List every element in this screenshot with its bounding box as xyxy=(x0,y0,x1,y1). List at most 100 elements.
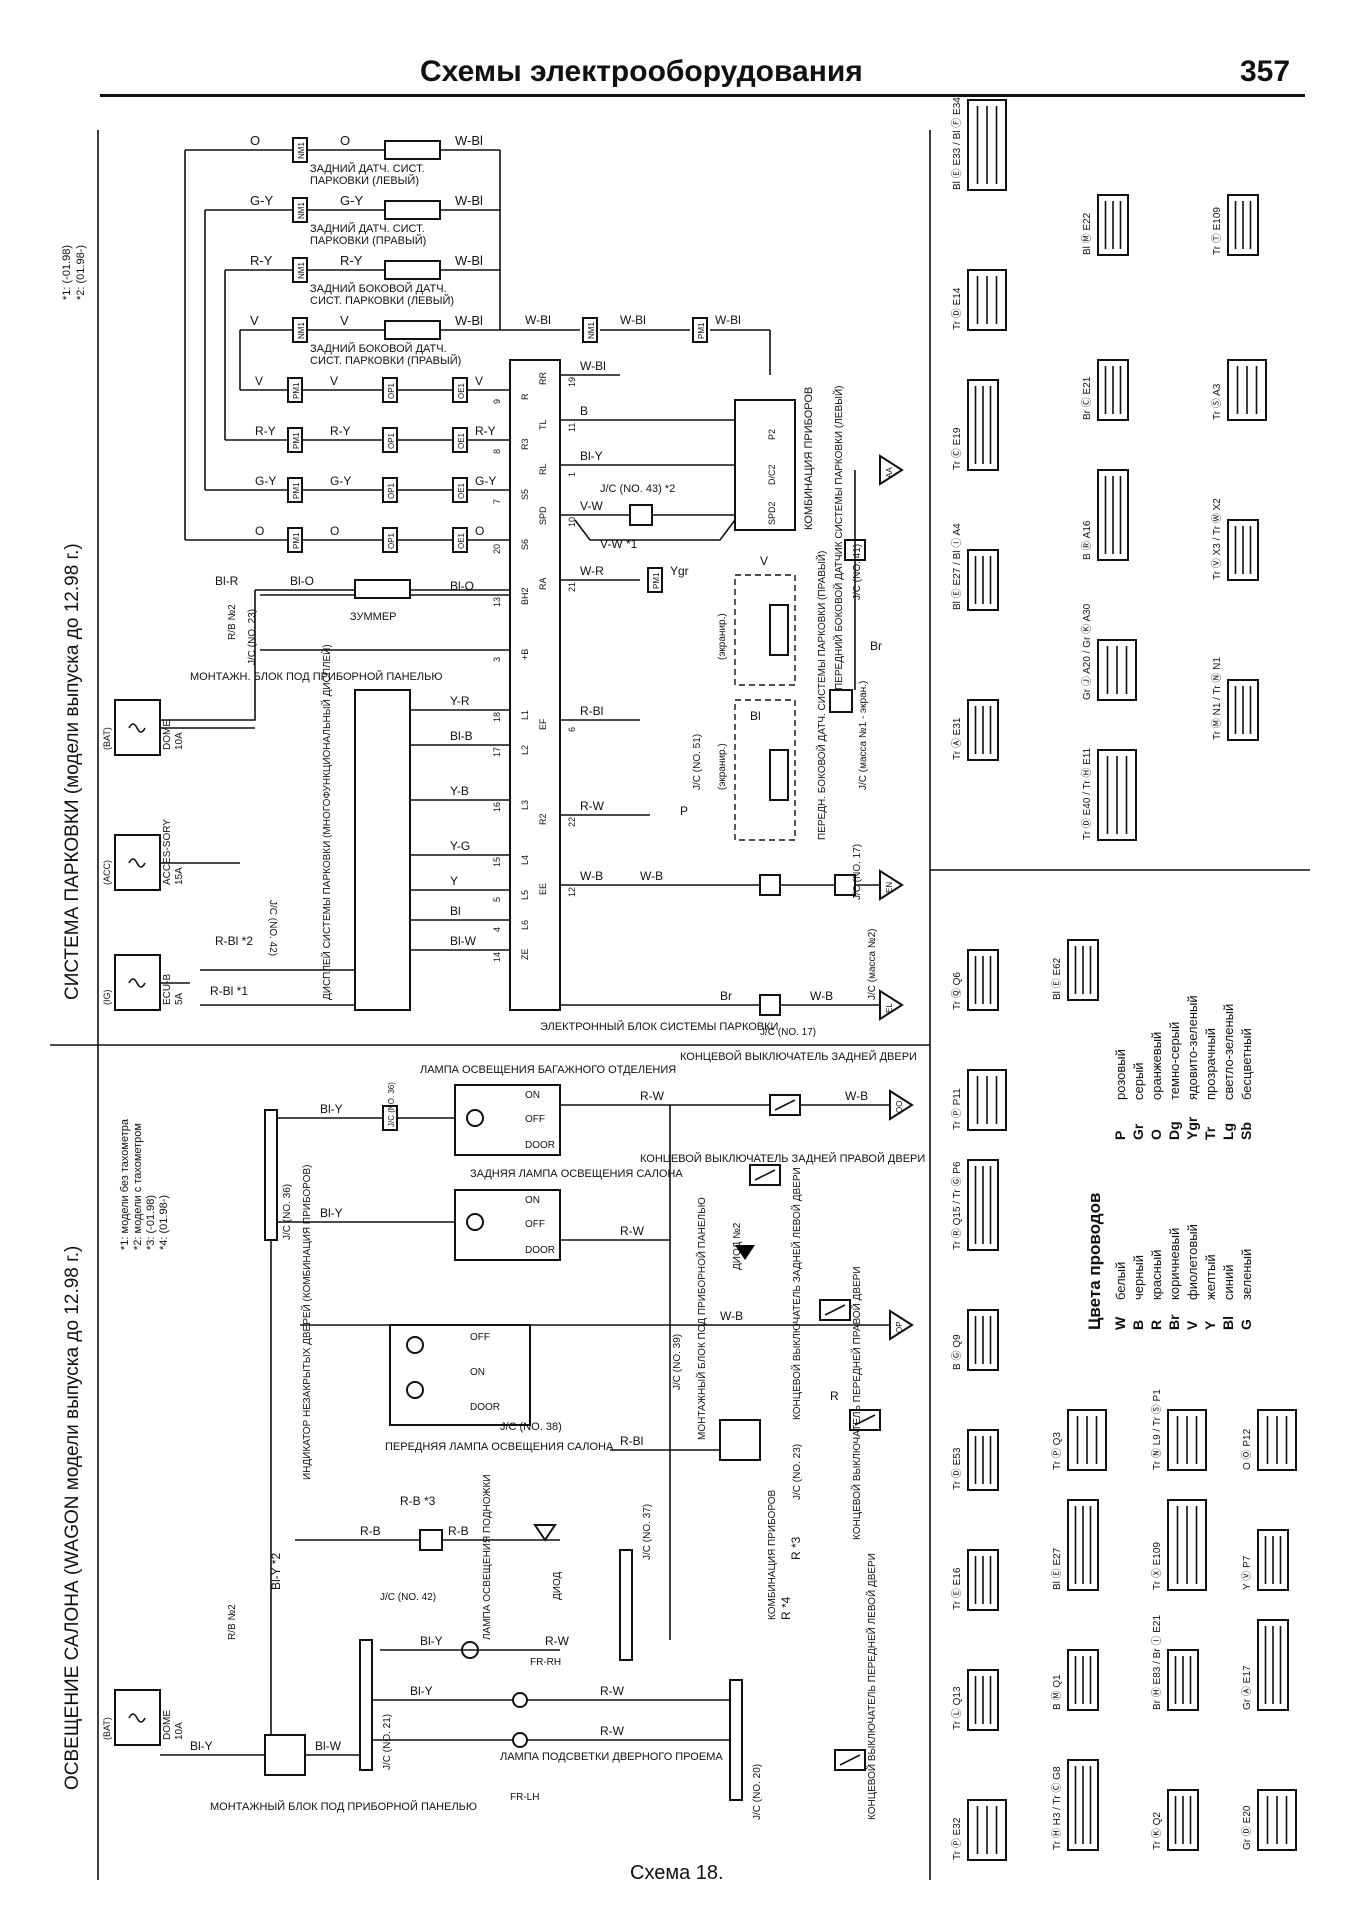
interior-footnote-3: *3: (-01.98) xyxy=(145,1195,157,1250)
jc-label: J/C (NO. 42) xyxy=(380,1592,436,1603)
shield-box xyxy=(734,699,796,841)
pin-number: 11 xyxy=(567,423,577,432)
connector-id-label: Gr Ⓙ A20 / Gr Ⓚ A30 xyxy=(1081,603,1093,700)
sensor-name: ЗАДНИЙ ДАТЧ. СИСТ. xyxy=(310,222,425,235)
wire-label: R *4 xyxy=(779,1596,793,1620)
connector-label: PM1 xyxy=(652,572,661,589)
relay-block-label: R/B №2 xyxy=(227,604,238,640)
connector-label: OP1 xyxy=(387,382,396,399)
wire-label: R-Y xyxy=(255,424,276,438)
wire-label: B xyxy=(580,404,588,418)
cluster-terminal: D/C2 xyxy=(767,464,777,485)
door-indicator-label: ИНДИКАТОР НЕЗАКРЫТЫХ ДВЕРЕЙ (КОМБИНАЦИЯ … xyxy=(300,1165,313,1480)
connector-id-label: Tr Ⓒ E19 xyxy=(951,427,963,470)
legend-color-name: розовый xyxy=(1113,1049,1128,1100)
jc-box xyxy=(629,504,653,526)
lamp-icon xyxy=(466,1213,484,1231)
legend-code: G xyxy=(1238,1319,1254,1330)
sensor-wire-label: R-Y xyxy=(250,253,273,268)
wire-label: Bl-O xyxy=(290,574,314,588)
connector-id-label: Bl Ⓜ E22 xyxy=(1081,212,1093,255)
shield-box xyxy=(734,574,796,686)
connector-label: OP1 xyxy=(387,532,396,549)
switch-contact xyxy=(854,1414,876,1426)
legend-color-name: коричневый xyxy=(1167,1228,1182,1300)
connector-id-label: Bl Ⓔ E27 / Bl Ⓘ A4 xyxy=(951,523,963,610)
legend-color-name: светло-зеленый xyxy=(1221,1004,1236,1100)
wire-label: Bl-O xyxy=(450,579,474,593)
jc-label: J/C (NO. 17) xyxy=(760,1027,816,1038)
switch-state: OFF xyxy=(525,1114,545,1125)
junction-block-2-label: МОНТАЖНЫЙ БЛОК ПОД ПРИБОРНОЙ ПАНЕЛЬЮ xyxy=(695,1197,708,1440)
legend-code: Br xyxy=(1166,1314,1182,1330)
legend-color-name: прозрачный xyxy=(1203,1028,1218,1100)
sensor-icon xyxy=(384,200,441,220)
sensor-wire-label: G-Y xyxy=(250,193,273,208)
ground-label: AA xyxy=(885,467,894,478)
jc-label: J/C (NO. 36) xyxy=(282,1184,293,1240)
wire-label: Y-R xyxy=(450,694,470,708)
legend-color-name: серый xyxy=(1131,1062,1146,1100)
connector-label: OE1 xyxy=(457,482,466,499)
wire-label: R-W xyxy=(640,1089,665,1103)
connector-label: OP1 xyxy=(387,432,396,449)
lamp-icon xyxy=(512,1732,528,1748)
wire-label: V xyxy=(760,554,768,568)
lamp-icon xyxy=(406,1336,424,1354)
sensor-name: ПАРКОВКИ (ПРАВЫЙ) xyxy=(310,234,426,247)
wire-label: V xyxy=(475,374,483,388)
fuse-icon xyxy=(128,1713,146,1723)
connector-id-label: Br Ⓗ E83 / Br Ⓘ E21 xyxy=(1151,1615,1163,1710)
sensor-wire-label: V xyxy=(250,313,259,328)
pin-number: 9 xyxy=(492,399,502,404)
wire-label: Bl-Y xyxy=(420,1634,443,1648)
ecu-terminal: R xyxy=(520,393,530,400)
front-sensor-icon xyxy=(769,604,789,656)
legend-color-name: желтый xyxy=(1203,1254,1218,1300)
parking-footnote-2: *2: (01.98-) xyxy=(75,245,87,300)
sensor-connector: NM1 xyxy=(297,322,306,339)
wire-label: P xyxy=(680,804,688,818)
connector-label: OE1 xyxy=(457,532,466,549)
fuse-source-label: (BAT) xyxy=(102,1717,112,1740)
wire-label: R-W xyxy=(600,1724,625,1738)
ecu-terminal: L3 xyxy=(520,800,530,810)
ecu-terminal: L2 xyxy=(520,745,530,755)
fuse-icon xyxy=(128,978,146,988)
legend-color-name: красный xyxy=(1149,1250,1164,1300)
wire-label: R-W xyxy=(580,799,605,813)
connector-id-label: Tr Ⓥ X3 / Tr Ⓦ X2 xyxy=(1211,498,1223,580)
shield-label: (экранир.) xyxy=(717,743,728,790)
wire-label: Bl-B xyxy=(450,729,473,743)
ecu-terminal: EE xyxy=(538,883,548,895)
connector-id-label: Bl Ⓔ E62 xyxy=(1051,957,1063,1000)
fuse-source-label: (IG) xyxy=(102,990,112,1006)
connector-id-label: Gr Ⓐ E17 xyxy=(1241,1665,1253,1710)
lamp-icon xyxy=(512,1692,528,1708)
connector-id-label: B Ⓜ Q1 xyxy=(1051,1674,1063,1710)
connector-id-label: Tr Ⓟ E32 xyxy=(951,1817,963,1860)
legend-color-name: бесцветный xyxy=(1239,1028,1254,1100)
ecu-terminal: EF xyxy=(538,718,548,730)
rear-lamp-label: ЗАДНЯЯ ЛАМПА ОСВЕЩЕНИЯ САЛОНА xyxy=(470,1168,683,1180)
connector-id-label: Tr Ⓟ Q3 xyxy=(1051,1432,1063,1470)
pin-number: 12 xyxy=(567,887,577,897)
jc-label: J/C (NO. 20) xyxy=(752,1764,763,1820)
sensor-name: СИСТ. ПАРКОВКИ (ПРАВЫЙ) xyxy=(310,354,461,367)
ecu-terminal: TL xyxy=(538,419,548,430)
sensor-out-wire-label: W-Bl xyxy=(455,133,483,148)
pin-number: 4 xyxy=(492,927,502,932)
wire-label: W-B xyxy=(810,989,833,1003)
wire-label: R *3 xyxy=(789,1536,803,1560)
connector-box xyxy=(452,527,468,553)
lamp-icon xyxy=(406,1381,424,1399)
switch-state: ON xyxy=(470,1367,485,1378)
pin-number: 16 xyxy=(492,802,502,812)
legend-color-name: белый xyxy=(1113,1262,1128,1300)
page-number: 357 xyxy=(1240,55,1291,88)
parking-display-box xyxy=(354,689,411,1011)
pin-number: 7 xyxy=(492,499,502,504)
fuse-rating: 10A xyxy=(174,1722,185,1740)
switch-state: OFF xyxy=(470,1332,490,1343)
